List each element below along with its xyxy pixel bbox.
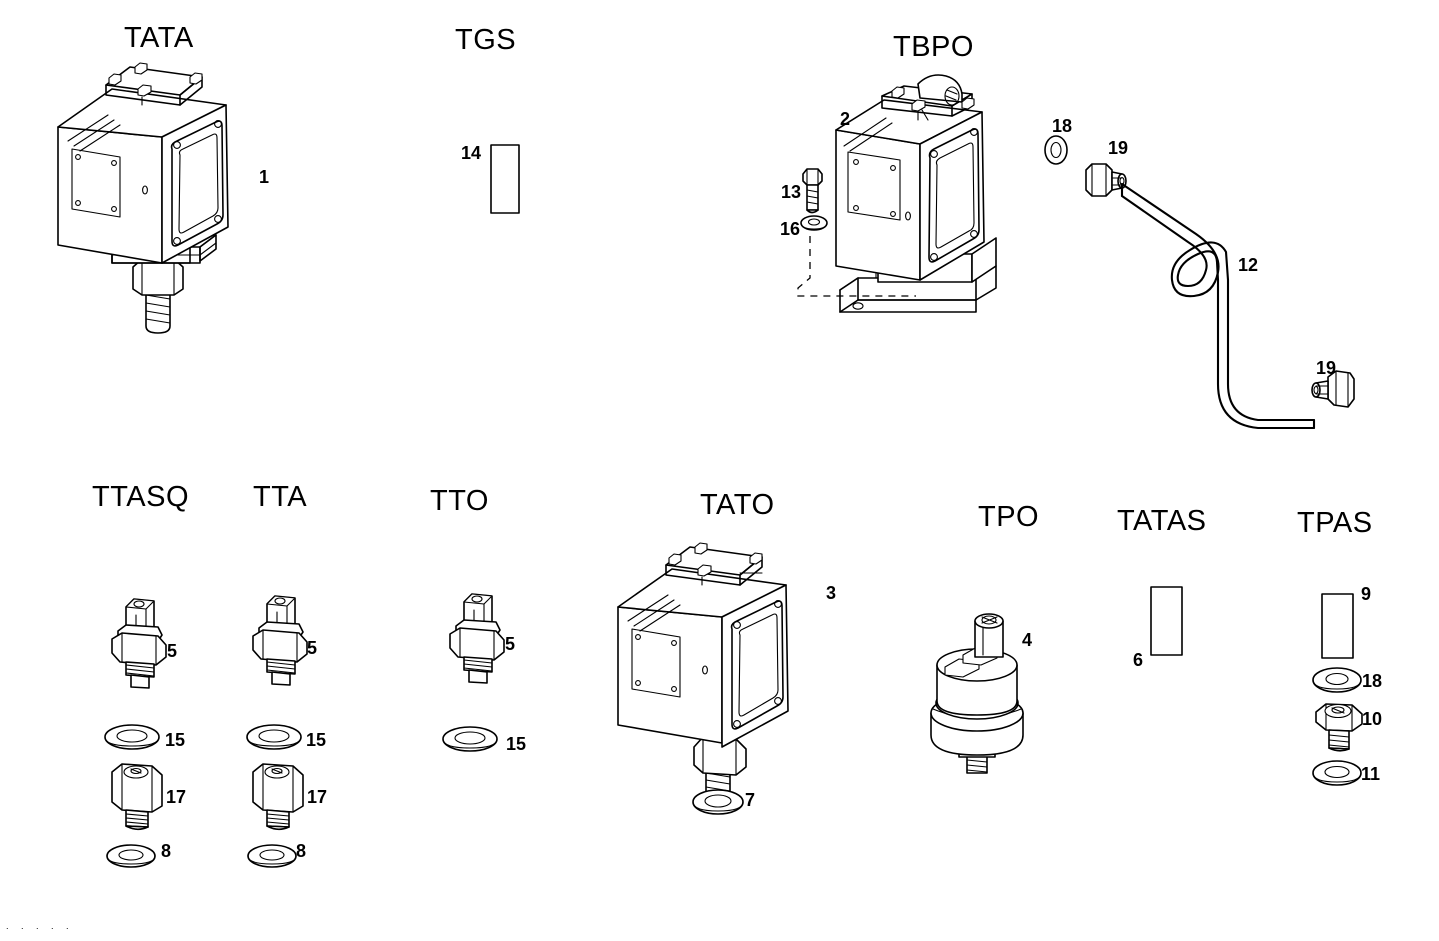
part-illustration-1-tata-sender: [50, 45, 290, 345]
part-illustration-6-gasket: [1149, 585, 1193, 661]
group-title-tto: TTO: [430, 485, 489, 517]
callout-8-tta: 8: [296, 841, 307, 861]
part-illustration-14-gasket: [489, 143, 529, 217]
callout-2: 2: [840, 109, 851, 129]
group-title-tpas: TPAS: [1297, 507, 1373, 539]
part-illustration-2-tbpo-sender: [800, 74, 1060, 350]
callout-5-tta: 5: [307, 638, 318, 658]
callout-14: 14: [461, 143, 482, 163]
callout-18-tbpo: 18: [1052, 116, 1073, 136]
part-illustration-9-gasket: [1320, 592, 1362, 664]
part-illustration-16-washer: [798, 212, 832, 236]
group-title-ttasq: TTASQ: [92, 481, 190, 513]
callout-9: 9: [1361, 584, 1372, 604]
part-illustration-5-sender-tta: [241, 592, 321, 688]
part-illustration-8-washer-ttasq: [104, 842, 160, 870]
callout-19-lower: 19: [1316, 358, 1337, 378]
group-title-tatas: TATAS: [1117, 505, 1207, 537]
callout-15-tto: 15: [506, 734, 527, 754]
callout-1: 1: [259, 167, 270, 187]
callout-19-upper: 19: [1108, 138, 1129, 158]
corner-registration-marks: . . . . .: [6, 921, 74, 931]
part-illustration-15-washer-tto: [440, 724, 502, 754]
callout-15-ttasq: 15: [165, 730, 186, 750]
callout-13: 13: [781, 182, 802, 202]
group-title-tbpo: TBPO: [893, 31, 974, 63]
part-illustration-7-washer-tato: [690, 787, 748, 817]
group-title-tta: TTA: [253, 481, 308, 513]
part-illustration-8-washer-tta: [245, 842, 301, 870]
part-illustration-5-sender-tto: [438, 590, 518, 686]
callout-3: 3: [826, 583, 837, 603]
callout-10: 10: [1362, 709, 1383, 729]
callout-7: 7: [745, 790, 756, 810]
callout-15-tta: 15: [306, 730, 327, 750]
callout-12: 12: [1238, 255, 1259, 275]
group-title-tato: TATO: [700, 489, 775, 521]
callout-5-ttasq: 5: [167, 641, 178, 661]
part-illustration-10-hex-adapter: [1310, 698, 1368, 754]
part-illustration-12-capillary-tube: [1118, 176, 1358, 436]
callout-17-ttasq: 17: [166, 787, 187, 807]
part-illustration-3-tato-sender: [610, 525, 850, 815]
part-illustration-17-adapter-tta: [245, 760, 315, 832]
part-illustration-18-seal-ring-tpas: [1310, 665, 1366, 695]
group-title-tgs: TGS: [455, 24, 517, 56]
part-illustration-5-sender-ttasq: [100, 595, 180, 691]
callout-18-tpas: 18: [1362, 671, 1383, 691]
part-illustration-17-adapter-ttasq: [104, 760, 174, 832]
part-illustration-11-washer: [1310, 758, 1366, 788]
group-title-tpo: TPO: [978, 501, 1040, 533]
group-title-tata: TATA: [124, 22, 194, 54]
callout-11: 11: [1361, 764, 1381, 784]
part-illustration-18-seal-ring-tbpo: [1040, 133, 1074, 169]
callout-16: 16: [780, 219, 801, 239]
callout-8-ttasq: 8: [161, 841, 172, 861]
part-illustration-13-bolt: [798, 166, 830, 216]
part-illustration-19-union-lower: [1308, 369, 1362, 413]
part-illustration-4-pressure-sender: [915, 605, 1045, 785]
assembly-dashed-leader: [796, 230, 926, 330]
callout-4: 4: [1022, 630, 1033, 650]
callout-17-tta: 17: [307, 787, 328, 807]
part-illustration-15-washer-ttasq: [102, 722, 164, 752]
callout-6: 6: [1133, 650, 1144, 670]
part-illustration-15-washer-tta: [244, 722, 306, 752]
callout-5-tto: 5: [505, 634, 516, 654]
